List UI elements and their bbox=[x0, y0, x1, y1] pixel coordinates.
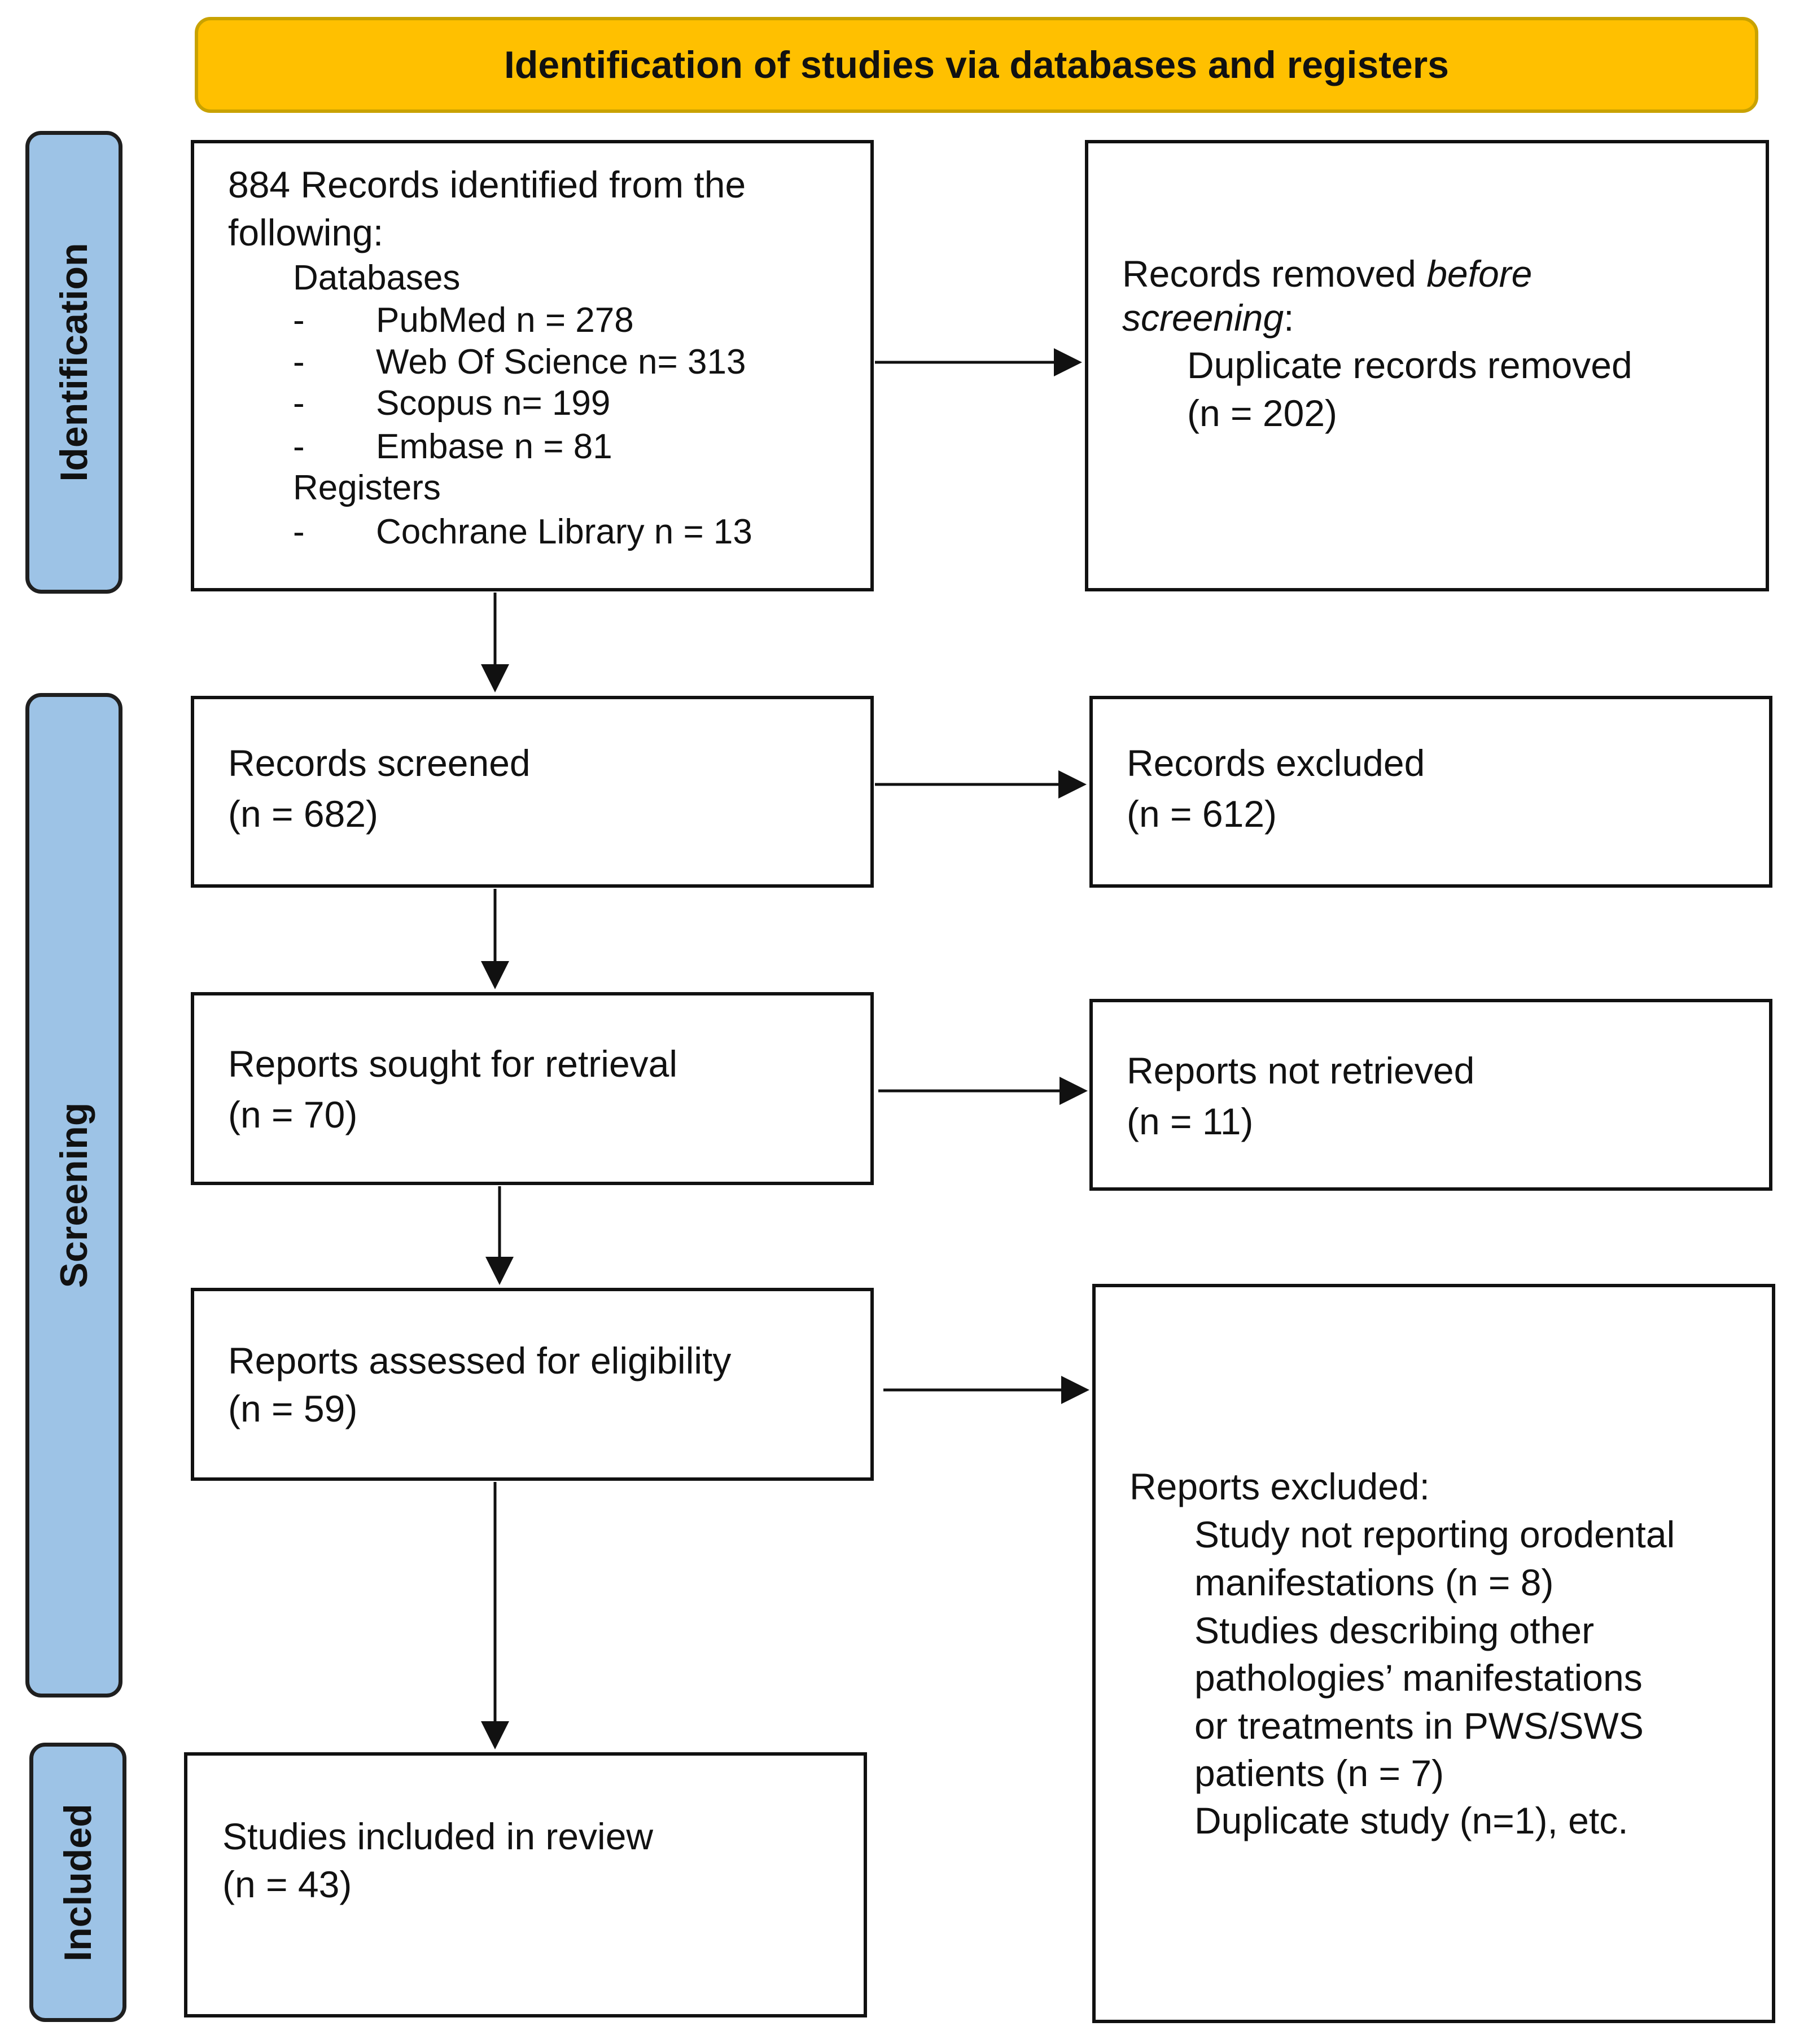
databases-heading: Databases bbox=[293, 258, 461, 297]
header-title: Identification of studies via databases … bbox=[504, 43, 1450, 86]
duplicates-removed-label: Duplicate records removed bbox=[1187, 344, 1632, 386]
excluded-label: Records excluded bbox=[1127, 742, 1425, 784]
reports-assessed-box: Reports assessed for eligibility (n = 59… bbox=[191, 1288, 874, 1481]
phase-included: Included bbox=[29, 1743, 126, 2022]
assessed-label: Reports assessed for eligibility bbox=[228, 1340, 732, 1381]
assessed-count: (n = 59) bbox=[228, 1388, 358, 1429]
excluded-count: (n = 612) bbox=[1127, 793, 1277, 835]
reports-excluded-line: patients (n = 7) bbox=[1194, 1752, 1444, 1794]
register-item-cochrane: Cochrane Library n = 13 bbox=[376, 512, 752, 551]
reports-excluded-line: manifestations (n = 8) bbox=[1194, 1561, 1554, 1603]
removed-text-colon: : bbox=[1284, 297, 1294, 339]
not-retrieved-count: (n = 11) bbox=[1127, 1100, 1254, 1142]
not-retrieved-label: Reports not retrieved bbox=[1127, 1050, 1475, 1091]
reports-excluded-line: or treatments in PWS/SWS bbox=[1194, 1705, 1644, 1747]
database-item-scopus: Scopus n= 199 bbox=[376, 384, 611, 423]
included-count: (n = 43) bbox=[222, 1863, 352, 1905]
records-excluded-box: Records excluded (n = 612) bbox=[1089, 696, 1772, 888]
removed-text-pre: Records removed bbox=[1122, 253, 1427, 295]
database-item-web-of-science: Web Of Science n= 313 bbox=[376, 343, 746, 381]
reports-excluded-heading: Reports excluded: bbox=[1129, 1466, 1430, 1507]
registers-heading: Registers bbox=[293, 468, 441, 507]
studies-included-box: Studies included in review (n = 43) bbox=[184, 1752, 867, 2017]
database-item-dash: - bbox=[293, 384, 305, 423]
reports-not-retrieved-box: Reports not retrieved (n = 11) bbox=[1089, 999, 1772, 1191]
phase-screening: Screening bbox=[25, 693, 122, 1698]
database-item-pubmed: PubMed n = 278 bbox=[376, 301, 634, 340]
sought-count: (n = 70) bbox=[228, 1094, 358, 1135]
reports-excluded-box: Reports excluded: Study not reporting or… bbox=[1092, 1284, 1775, 2023]
reports-excluded-line: Duplicate study (n=1), etc. bbox=[1194, 1800, 1628, 1841]
database-item-embase: Embase n = 81 bbox=[376, 427, 612, 466]
duplicates-removed-count: (n = 202) bbox=[1187, 392, 1337, 434]
reports-excluded-line: Study not reporting orodental bbox=[1194, 1514, 1675, 1555]
removed-line1: Records removed before bbox=[1122, 255, 1532, 292]
records-removed-box: Records removed before screening: Duplic… bbox=[1085, 140, 1769, 591]
identified-title-line1: 884 Records identified from the bbox=[228, 164, 746, 205]
register-item-dash: - bbox=[293, 512, 305, 551]
sought-label: Reports sought for retrieval bbox=[228, 1043, 678, 1085]
screened-label: Records screened bbox=[228, 742, 531, 784]
records-identified-box: 884 Records identified from the followin… bbox=[191, 140, 874, 591]
reports-excluded-line: Studies describing other bbox=[1194, 1609, 1595, 1651]
included-label: Studies included in review bbox=[222, 1815, 654, 1857]
removed-line2: screening: bbox=[1122, 299, 1294, 336]
database-item-dash: - bbox=[293, 343, 305, 381]
removed-text-italic-before: before bbox=[1426, 253, 1533, 295]
screened-count: (n = 682) bbox=[228, 793, 378, 835]
identified-title-line2: following: bbox=[228, 212, 384, 253]
phase-identification: Identification bbox=[25, 131, 122, 594]
records-screened-box: Records screened (n = 682) bbox=[191, 696, 874, 888]
reports-sought-box: Reports sought for retrieval (n = 70) bbox=[191, 992, 874, 1185]
reports-excluded-line: pathologies’ manifestations bbox=[1194, 1657, 1643, 1699]
identification-header-banner: Identification of studies via databases … bbox=[195, 17, 1758, 113]
database-item-dash: - bbox=[293, 427, 305, 466]
removed-text-italic-screening: screening bbox=[1122, 297, 1284, 339]
database-item-dash: - bbox=[293, 301, 305, 340]
